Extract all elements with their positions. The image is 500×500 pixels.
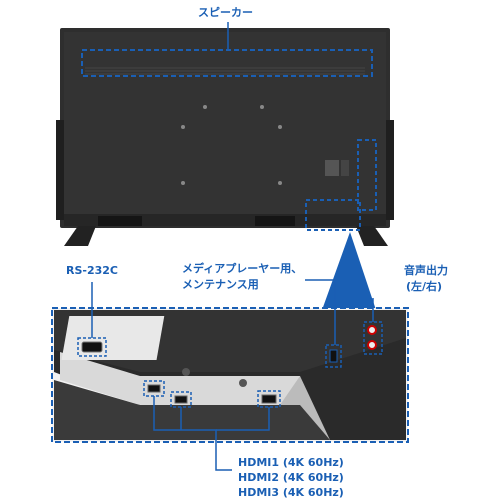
tv-stand [64,226,388,246]
audio-out-label-line2: (左/右) [406,280,443,293]
media-player-label-line2: メンテナンス用 [182,278,259,291]
usb-highlight [325,344,342,368]
side-ports-highlight [357,139,377,211]
speaker-label: スピーカー [198,6,253,19]
media-player-label-line1: メディアプレーヤー用、 [182,262,303,275]
rs232c-highlight [77,337,107,357]
tv-rear-body [56,28,394,228]
hdmi2-label: HDMI2 (4K 60Hz) [238,471,344,484]
hdmi1-label: HDMI1 (4K 60Hz) [238,456,344,469]
leader-lines [91,279,374,471]
speaker-highlight [81,49,373,77]
hdmi3-label: HDMI3 (4K 60Hz) [238,486,344,499]
hdmi3-highlight [257,390,281,408]
rs232c-label: RS-232C [66,264,118,277]
audio-out-label-line1: 音声出力 [404,264,448,277]
zoomed-port-panel [51,307,409,443]
